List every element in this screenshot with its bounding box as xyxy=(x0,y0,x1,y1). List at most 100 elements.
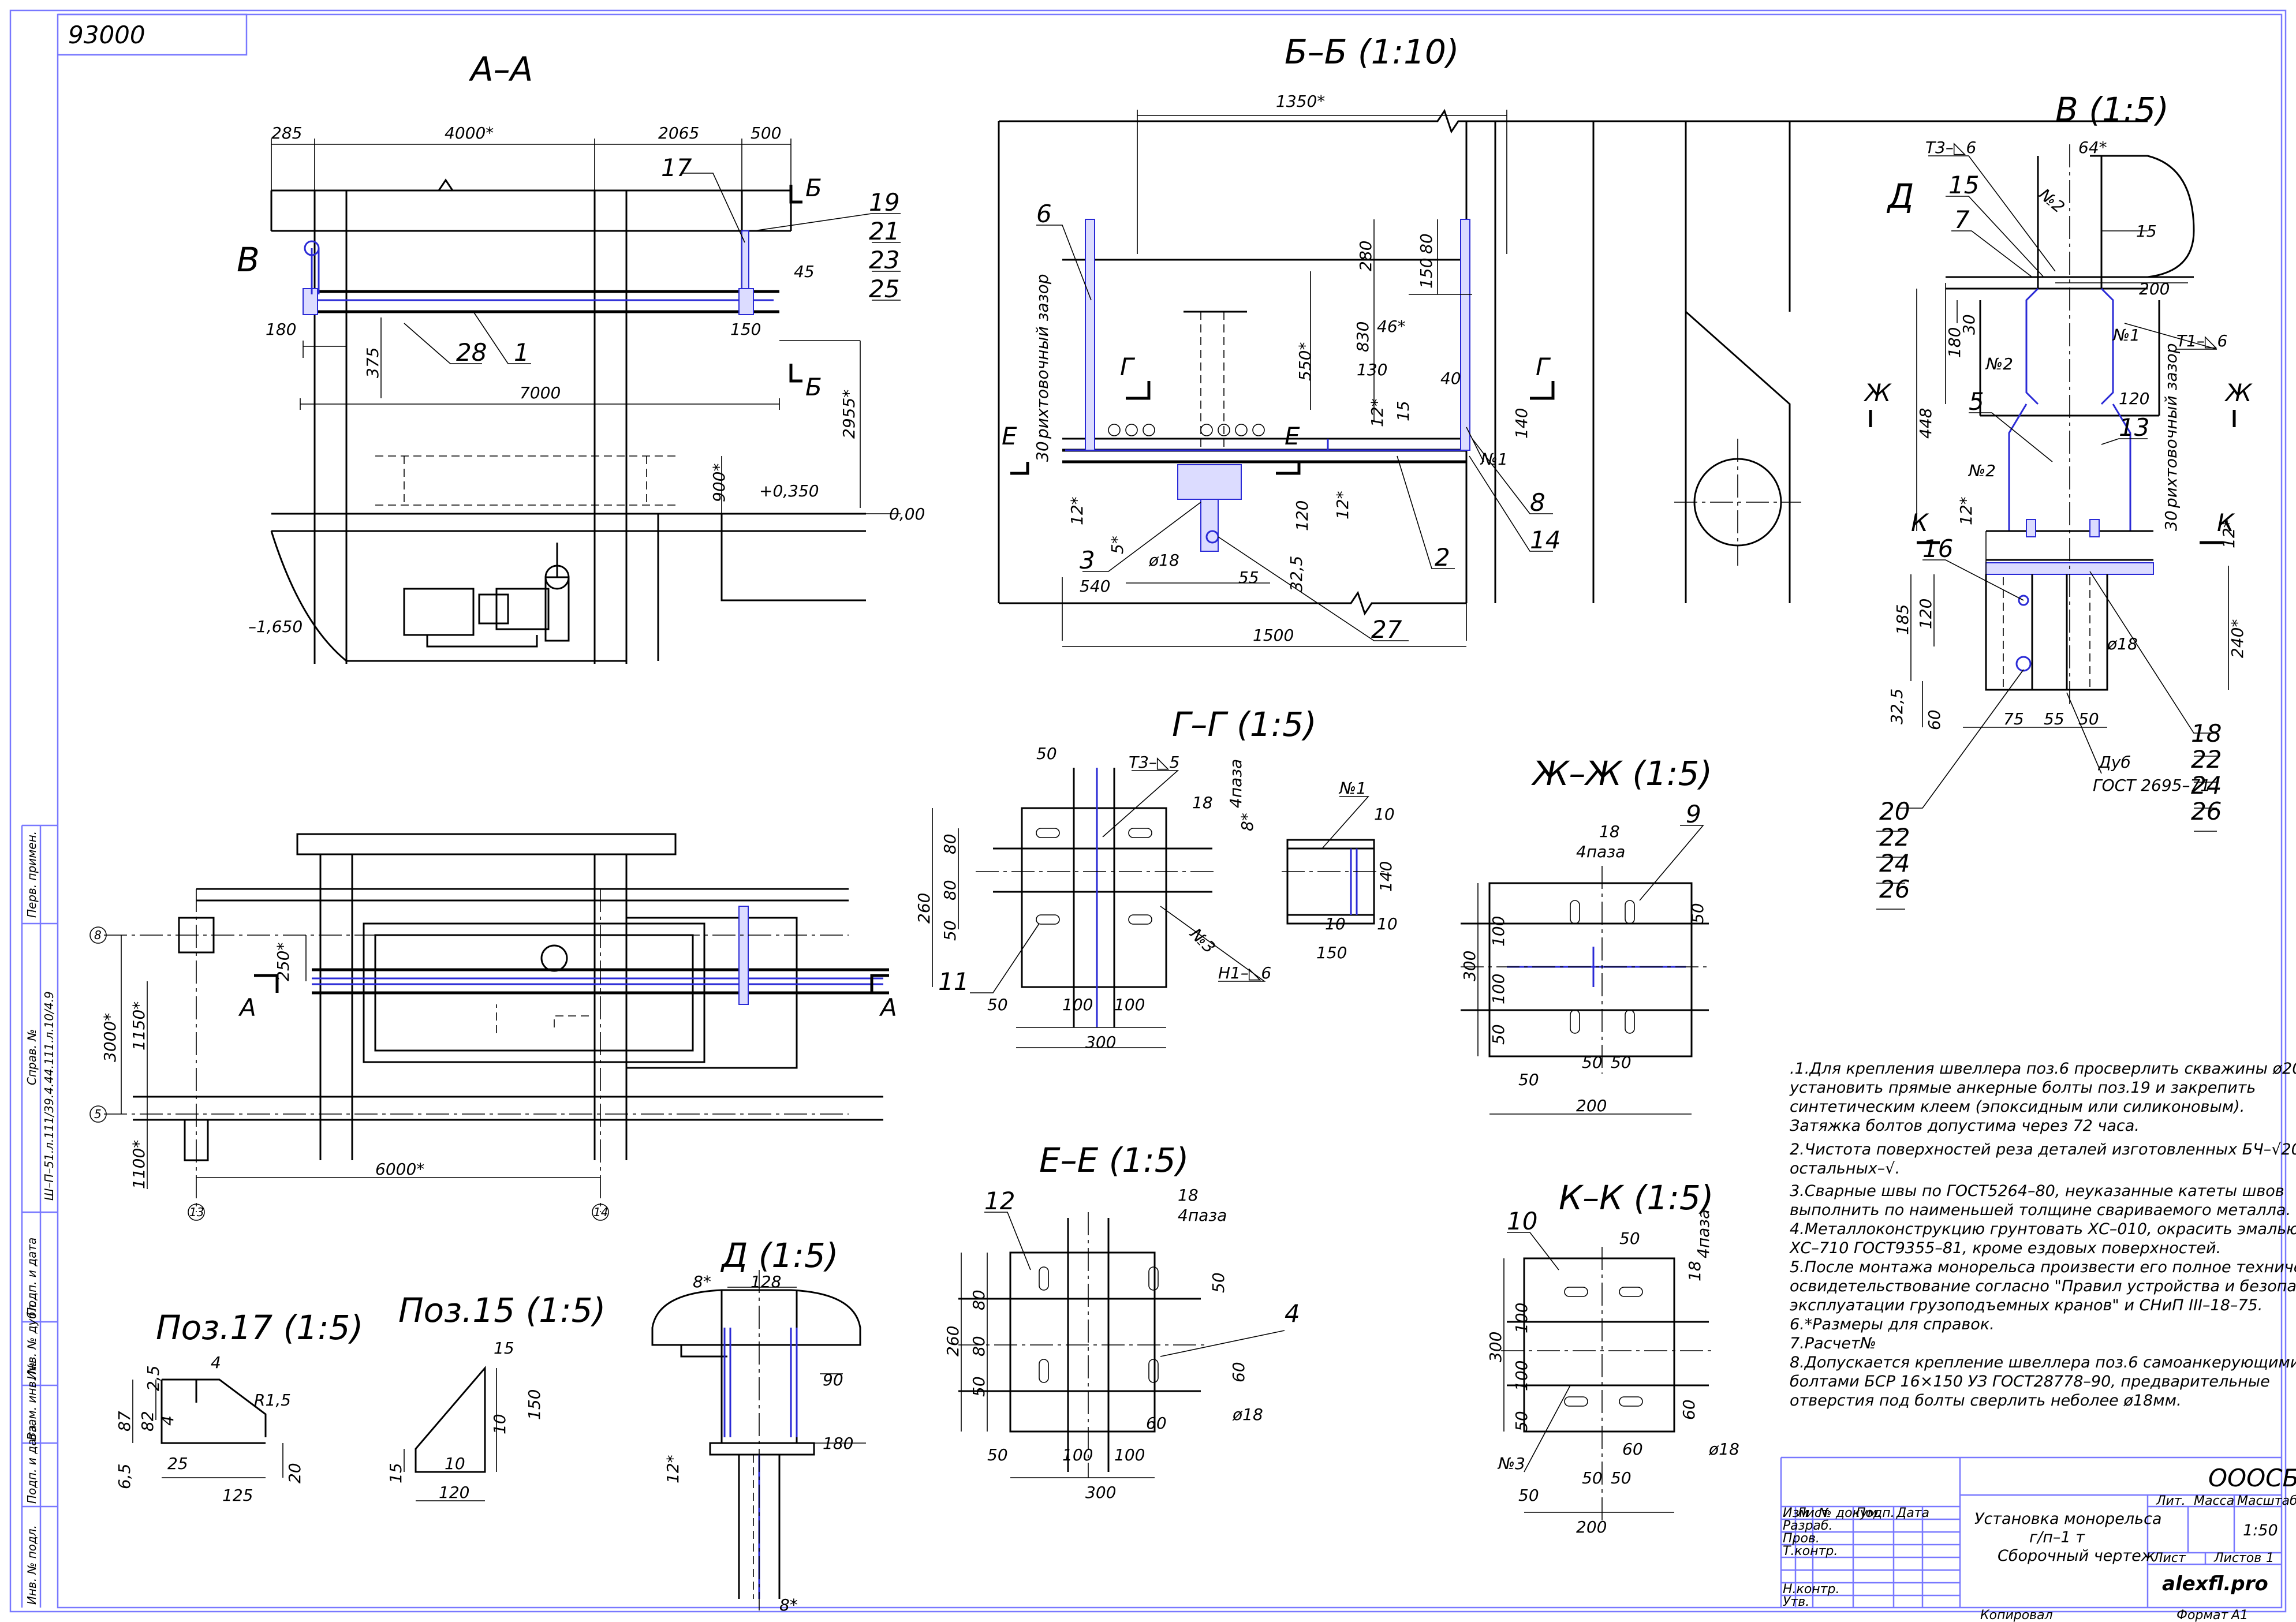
dim-550: 550* xyxy=(1296,342,1315,381)
axis-13: 13 xyxy=(189,1205,204,1219)
dim-200: 200 xyxy=(2139,279,2170,298)
callout-6: 6 xyxy=(1036,200,1052,228)
podp-data-label-1: Подп. и дата xyxy=(25,1238,39,1316)
dim-8b: 8* xyxy=(779,1595,798,1614)
dim-150: 150 xyxy=(1316,943,1347,962)
callout-17: 17 xyxy=(661,154,692,182)
title-block: ОООСБ Установка монорельса г/п–1 т Сборо… xyxy=(1780,1456,2296,1622)
dim-50: 50 xyxy=(2078,709,2099,728)
note-line-12: освидетельствование согласно "Правил уст… xyxy=(1790,1277,2296,1295)
dim-4000: 4000* xyxy=(445,124,494,143)
row-razrab: Разраб. xyxy=(1783,1519,1832,1533)
dim-80b: 80 xyxy=(969,1336,988,1356)
axis-8: 8 xyxy=(94,928,102,942)
note-line-16: 8.Допускается крепление швеллера поз.6 с… xyxy=(1790,1354,2296,1371)
view-plan: 8 5 13 14 250* 3000* 1150* 1100* 6000* А… xyxy=(89,833,897,1221)
dim-180: 180 xyxy=(1945,327,1964,358)
cut-b-top: Б xyxy=(805,174,822,202)
cut-a-left: А xyxy=(238,993,256,1022)
cut-e-left: Е xyxy=(1002,422,1017,450)
dim-2-5: 2,5 xyxy=(144,1365,163,1391)
view-bb-title: Б–Б (1:10) xyxy=(1285,32,1459,72)
dim-7000: 7000 xyxy=(520,383,561,402)
dim-60a: 60 xyxy=(1229,1362,1248,1382)
dim-10b: 10 xyxy=(490,1414,509,1434)
note-line-10: ХС–710 ГОСТ9355–81, кроме ездовых поверх… xyxy=(1789,1239,2221,1257)
callout-19: 19 xyxy=(869,188,899,216)
dim-12c: 12* xyxy=(1333,491,1352,520)
weld-ref-n2-v-left: №2 xyxy=(1985,354,2013,373)
sheet-frame: 93000 xyxy=(9,9,2287,1613)
dim-1150: 1150* xyxy=(129,1001,148,1051)
dim-5: 5* xyxy=(1108,536,1127,554)
view-kk: К–К (1:5) 50 18 4паза 300 100 100 50 60 … xyxy=(1486,1178,1739,1537)
dim-500: 500 xyxy=(751,124,781,143)
dim-18: 18 xyxy=(1599,822,1620,841)
dim-30: 30 xyxy=(1033,441,1052,462)
note-line-15: 7.Расчет№ xyxy=(1790,1335,1876,1352)
dim-d18: ø18 xyxy=(1708,1440,1739,1459)
dim-12: 12* xyxy=(663,1455,682,1483)
mass-label: Масса xyxy=(2194,1494,2234,1508)
dim-240: 240* xyxy=(2228,619,2247,658)
view-d-letter: Д xyxy=(1886,177,1914,216)
inv-podl-label: Инв. № подл. xyxy=(25,1525,39,1605)
dim-50a: 50 xyxy=(1209,1272,1228,1293)
callout-1: 1 xyxy=(514,338,529,367)
note-line-1: .1.Для крепления швеллера поз.6 просверл… xyxy=(1790,1060,2296,1078)
dim-4b: 4 xyxy=(158,1415,177,1426)
dim-1350: 1350* xyxy=(1276,92,1325,111)
view-d: Д (1:5) 8* 128 90 180 12* 8* xyxy=(651,1236,866,1614)
dim-1100: 1100* xyxy=(129,1140,148,1189)
dim-140: 140 xyxy=(1376,861,1395,892)
dim-60a: 60 xyxy=(1679,1399,1698,1420)
dim-8a: 8* xyxy=(693,1272,711,1291)
callout-22b: 22 xyxy=(1879,823,1910,851)
dim-50: 50 xyxy=(1036,744,1057,763)
drawing-name-line-3: Сборочный чертеж xyxy=(1998,1547,2156,1565)
dim-20: 20 xyxy=(285,1463,304,1483)
dim-r1-5: R1,5 xyxy=(254,1391,291,1410)
cut-zh-left: Ж xyxy=(1863,379,1892,407)
dim-200: 200 xyxy=(1576,1096,1607,1115)
dim-50e: 50 xyxy=(1611,1053,1632,1072)
dim-55: 55 xyxy=(1238,568,1259,587)
dim-87: 87 xyxy=(115,1411,134,1432)
view-pos15-title: Поз.15 (1:5) xyxy=(398,1291,606,1330)
dim-260: 260 xyxy=(914,893,934,924)
dim-50d: 50 xyxy=(1582,1053,1603,1072)
dim-3000: 3000* xyxy=(100,1013,120,1062)
drawing-name-line-1: Установка монорельса xyxy=(1974,1510,2161,1528)
callout-28: 28 xyxy=(456,338,487,367)
callout-24b: 24 xyxy=(1879,849,1910,877)
dim-125: 125 xyxy=(222,1486,253,1505)
note-line-4: Затяжка болтов допустима через 72 часа. xyxy=(1790,1117,2140,1135)
dim-100b: 100 xyxy=(1512,1361,1531,1391)
dim-260: 260 xyxy=(943,1326,962,1356)
view-v: В (1:5) 64* 15 200 180 30 448 120 12* 18… xyxy=(1863,90,2253,910)
dim-d18: ø18 xyxy=(1232,1405,1263,1424)
dim-50c: 50 xyxy=(1518,1070,1539,1089)
callout-12: 12 xyxy=(984,1187,1015,1215)
dim-46: 46* xyxy=(1377,317,1406,336)
dim-300: 300 xyxy=(1486,1332,1505,1362)
dim-elev-0350: +0,350 xyxy=(759,481,819,500)
sheet-label: Лист xyxy=(2153,1551,2186,1565)
view-pos17: Поз.17 (1:5) 4 2,5 87 82 4 R1,5 6,5 25 1… xyxy=(115,1308,363,1505)
dim-50b: 50 xyxy=(1489,1024,1508,1045)
note-line-11: 5.После монтажа монорельса произвести ег… xyxy=(1790,1258,2296,1276)
row-prov: Пров. xyxy=(1783,1531,1820,1546)
callout-10: 10 xyxy=(1507,1207,1537,1235)
callout-9: 9 xyxy=(1686,800,1701,828)
technical-notes: .1.Для крепления швеллера поз.6 просверл… xyxy=(1789,1060,2296,1410)
inv-dubl-label: Инв. № дубл. xyxy=(25,1300,39,1380)
note-line-3: синтетическим клеем (эпоксидным или сили… xyxy=(1790,1098,2245,1116)
dim-10b: 10 xyxy=(1325,914,1346,933)
weld-t1-6: Т1–◺6 xyxy=(2176,331,2227,350)
dim-540: 540 xyxy=(1080,577,1110,596)
dim-448: 448 xyxy=(1916,408,1935,439)
dim-50c: 50 xyxy=(1518,1486,1539,1505)
vzam-inv-label: Взам. инв. № xyxy=(25,1362,39,1440)
format-value: А1 xyxy=(2230,1608,2248,1622)
